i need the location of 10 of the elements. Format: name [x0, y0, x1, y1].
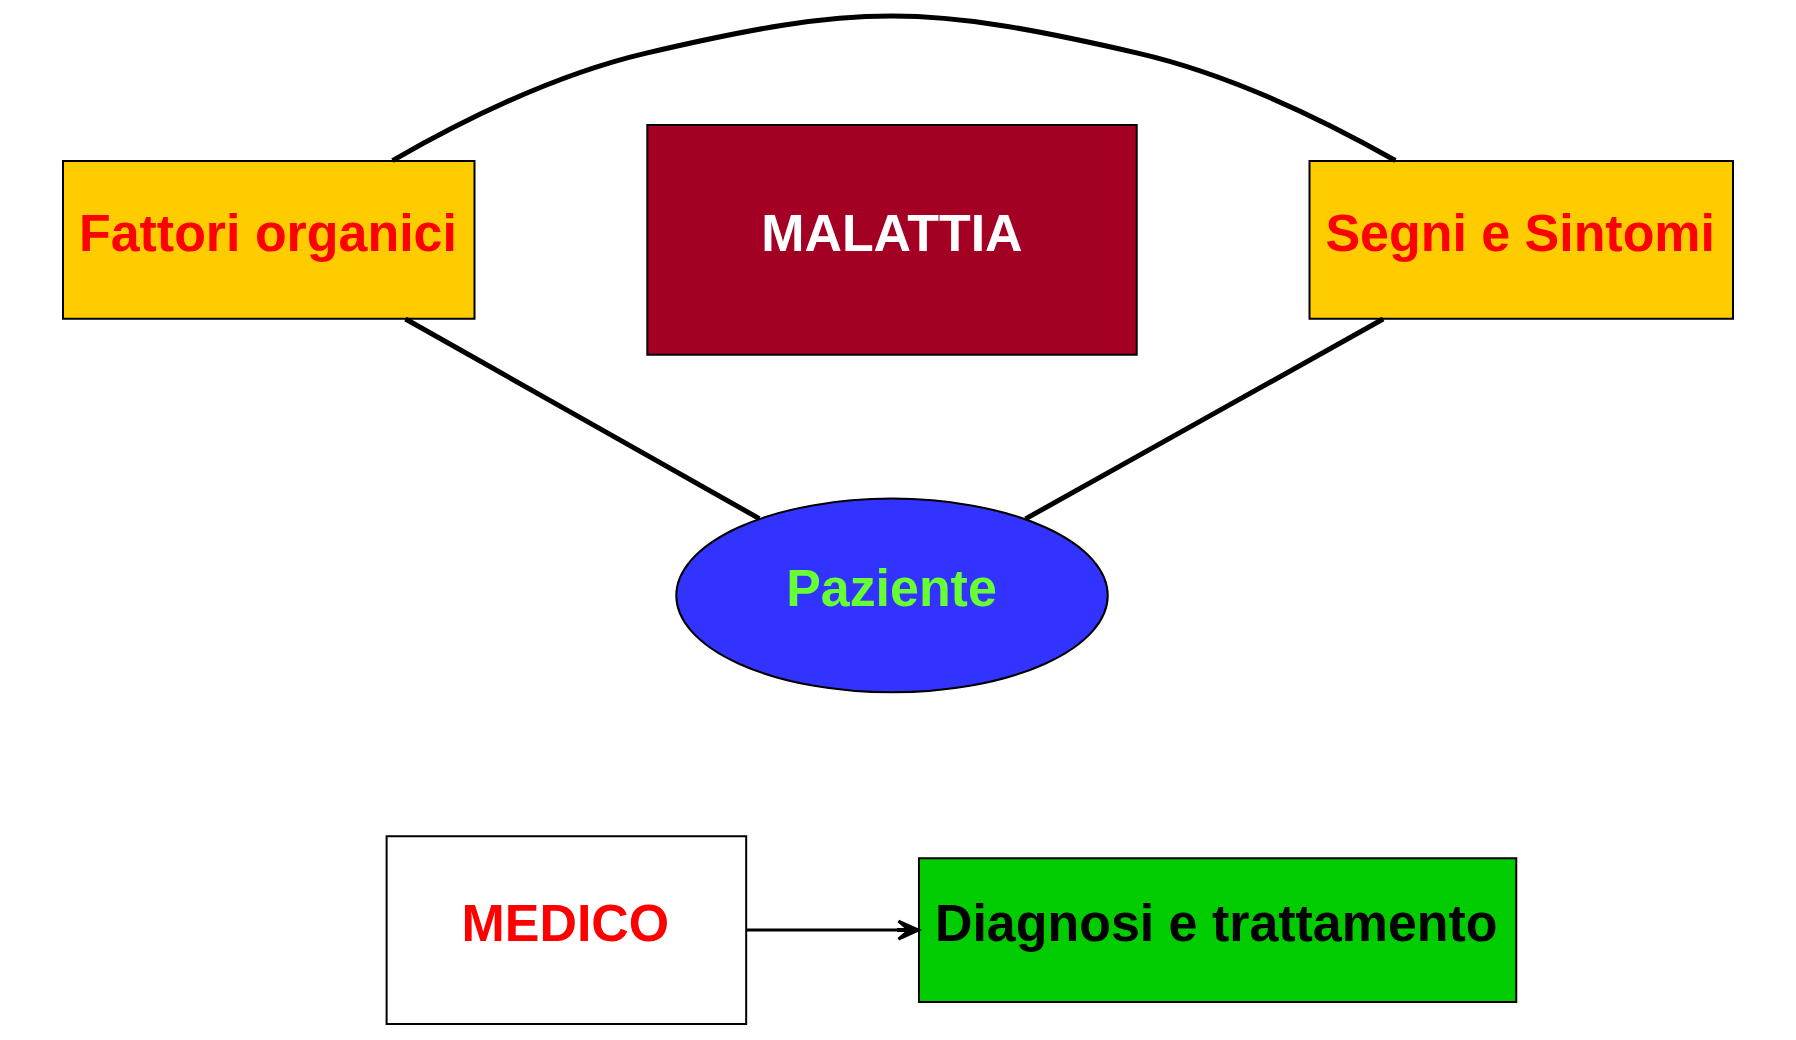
node-box: Fattori organici — [62, 160, 476, 320]
arrow — [746, 919, 920, 941]
connector — [1024, 316, 1385, 522]
node-box: Diagnosi e trattamento — [918, 857, 1518, 1003]
node-box: MALATTIA — [646, 124, 1138, 356]
connector — [404, 316, 761, 521]
connector — [391, 13, 1397, 163]
node-box: Segni e Sintomi — [1308, 160, 1734, 320]
node-box: MEDICO — [385, 835, 748, 1025]
node-ellipse: Paziente — [675, 497, 1109, 694]
